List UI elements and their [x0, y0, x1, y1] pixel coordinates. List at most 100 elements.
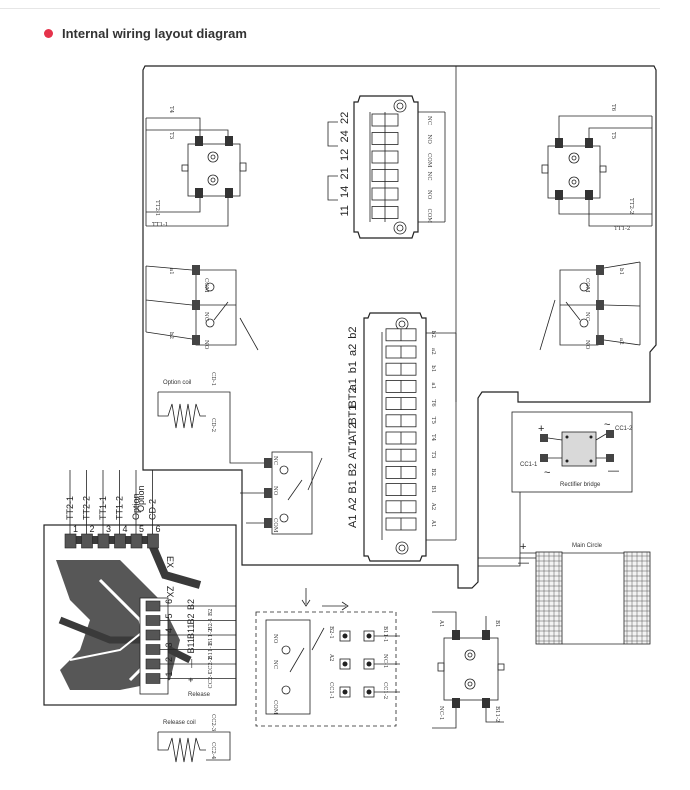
pcb-right-label: B2: [186, 613, 196, 624]
aux-label-left: B2-1: [328, 626, 334, 639]
mid-pin-side: T4: [430, 434, 436, 442]
label-no-c: NO: [272, 486, 278, 496]
mid-pin-label: AT1: [347, 440, 359, 459]
mid-pin-label: BT2: [347, 387, 359, 407]
top-terminal-block: [353, 95, 446, 239]
label-t5: T5: [610, 132, 616, 140]
label-tt1-1: TT1-1: [152, 222, 168, 228]
mid-pin-label: B2: [347, 463, 359, 476]
pcb-top-label: Option: [131, 493, 141, 520]
label-ex: EX: [165, 556, 175, 568]
label-t6: T6: [610, 104, 616, 112]
pcb-right-label: B11: [186, 638, 196, 653]
top-pin-label: 22: [339, 112, 351, 124]
switch-top-right: [541, 115, 653, 227]
label-cc1-1: CC1-1: [520, 462, 538, 468]
mid-pin-label: b1: [347, 361, 359, 373]
label-a1-br: A1: [438, 619, 444, 627]
section-title: Internal wiring layout diagram: [62, 25, 247, 41]
label-tt2-1: TT2-1: [154, 200, 160, 216]
housing-outline: [142, 65, 657, 589]
mid-pin-side: A2: [430, 502, 436, 510]
switch-center-left: [229, 440, 323, 535]
pcb-top-pin: [147, 533, 159, 549]
mid-pin-label: A1: [347, 515, 359, 528]
pcb-board: [43, 524, 237, 706]
label-nc1-br: NC-1: [438, 706, 444, 720]
switch-bottom-right: [432, 611, 505, 729]
release-coil-label: Release coil: [163, 720, 196, 726]
label-b2-l: b2: [168, 332, 174, 339]
pcb-right-pin: [145, 629, 161, 641]
rect-tilde-r: ~: [604, 419, 610, 431]
pcb-right-pin: [145, 600, 161, 612]
label-a2-r: a2: [618, 338, 624, 345]
pcb-right-wire: B11-1: [208, 643, 214, 659]
aux-label-right: CC1-2: [382, 682, 388, 699]
pcb-right-number: 3: [164, 642, 174, 647]
mid-pin-label: B1: [347, 480, 359, 493]
label-a1-l: a1: [168, 268, 174, 275]
mid-pin-label: BT1: [347, 405, 359, 425]
pcb-right-number: 6: [164, 599, 174, 604]
label-cd2: CD-2: [210, 418, 216, 432]
aux-label-left: A2: [328, 653, 334, 661]
mid-pin-side: b1: [430, 365, 436, 372]
pcb-top-label: TT1-2: [115, 496, 125, 520]
pcb-right-wire: B2: [208, 608, 214, 616]
pcb-top-number: 2: [90, 524, 95, 534]
pcb-right-label: +: [186, 677, 196, 682]
mid-pin-side: b2: [430, 331, 436, 338]
pcb-right-wire: B11-2: [208, 629, 214, 645]
label-tt2-2: TT2-2: [628, 198, 634, 214]
rect-plus: +: [538, 423, 544, 435]
top-jumper: [327, 121, 338, 201]
top-pin-side: NC: [426, 172, 432, 181]
label-b1-r: b1: [618, 268, 624, 275]
label-cd1: CD-1: [210, 372, 216, 386]
pcb-right-wire: CC2-2: [208, 657, 214, 674]
mid-pin-side: T6: [430, 400, 436, 408]
top-pin-side: COM: [426, 153, 432, 168]
switch-top-left: [145, 117, 247, 227]
pcb-top-label: TT1-1: [98, 496, 108, 520]
top-pin-side: NO: [426, 190, 432, 200]
pcb-top-number: 3: [106, 524, 111, 534]
top-pin-side: COM: [426, 209, 432, 224]
label-b11-2-br: B11-2: [494, 706, 500, 722]
pcb-right-number: 1: [164, 671, 174, 676]
mid-pin-label: A2: [347, 497, 359, 510]
main-plus: +: [520, 541, 526, 553]
aux-label-left: CC1-1: [328, 682, 334, 699]
pcb-top-pin: [64, 533, 77, 549]
pcb-right-number: 2: [164, 657, 174, 662]
top-pin-label: 21: [339, 167, 351, 179]
micro-switch-left: [145, 265, 259, 351]
pcb-top-pin: [114, 533, 126, 549]
aux-switch: [265, 619, 325, 715]
label-com-a: COM: [272, 700, 278, 715]
mid-pin-side: a2: [430, 348, 436, 355]
label-t3: T3: [168, 132, 174, 140]
option-coil-label: Option coil: [163, 380, 191, 386]
rect-minus: —: [608, 465, 619, 477]
pcb-top-label: TT2-2: [82, 496, 92, 520]
pcb-right-label: B11: [186, 624, 196, 639]
label-cc2-4: CC2-4: [210, 742, 216, 760]
pcb-top-pin: [81, 533, 93, 549]
pcb-right-label: B2: [186, 599, 196, 610]
label-release: Release: [188, 692, 211, 698]
label-nc-l: NC: [203, 312, 209, 321]
aux-label-right: NC-1: [382, 654, 388, 668]
label-no-a: NO: [272, 634, 278, 644]
label-zx: ZX: [165, 586, 175, 598]
label-com-l: COM: [203, 278, 209, 293]
pcb-right-pin: [145, 673, 161, 684]
label-nc-a: NC: [272, 660, 278, 669]
label-t4: T4: [168, 106, 174, 114]
label-com-c: COM: [272, 518, 278, 533]
pcb-top-pin: [130, 533, 143, 549]
pcb-right-wire: B2-1: [208, 618, 214, 631]
label-b1-br: B1: [494, 620, 500, 628]
micro-switch-right: [539, 261, 641, 351]
